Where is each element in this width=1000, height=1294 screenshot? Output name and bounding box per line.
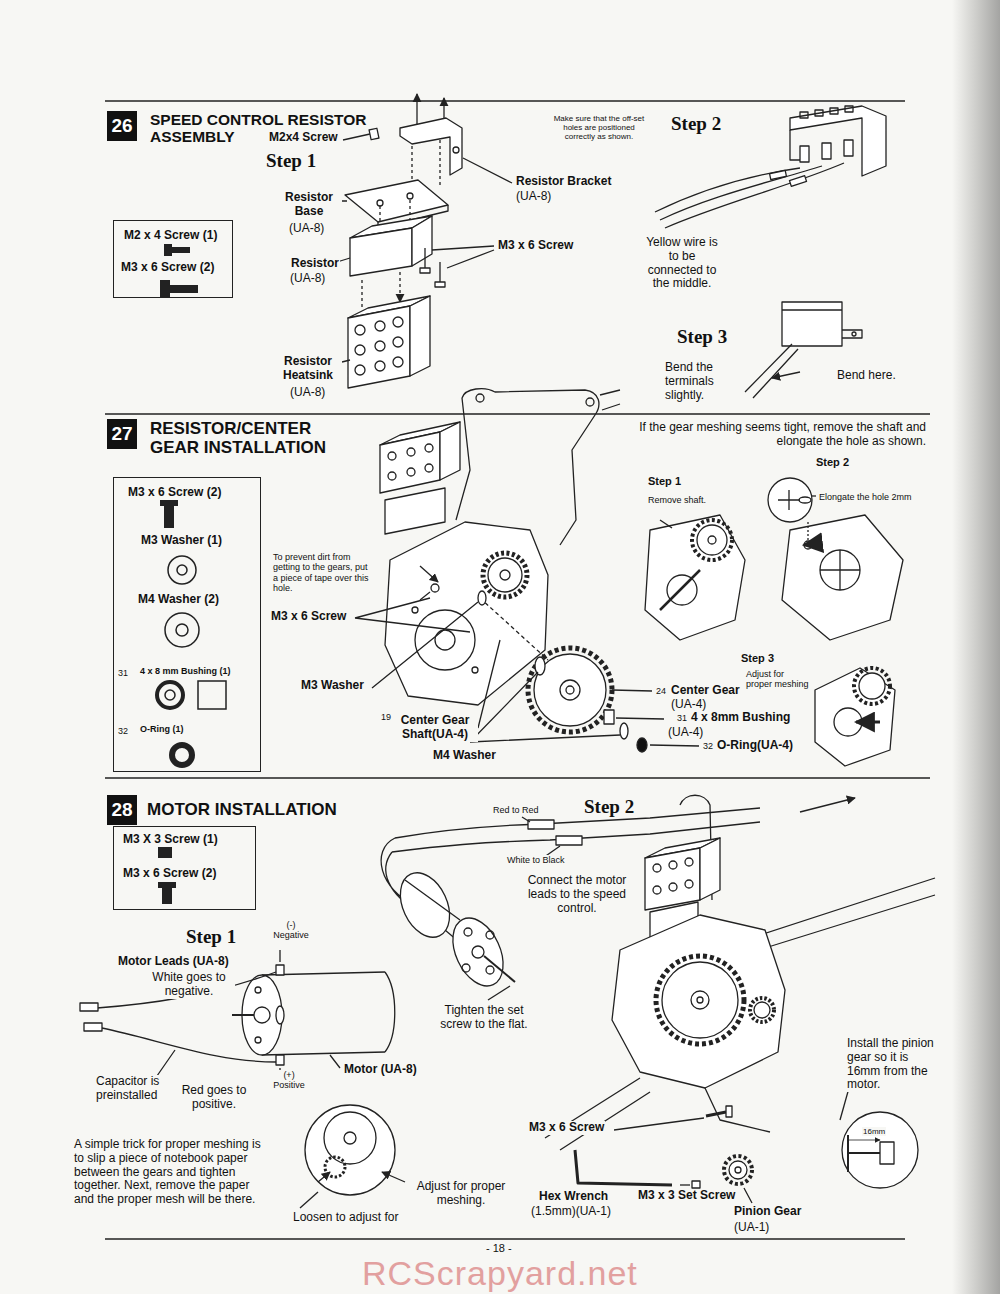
- part-number: (UA-8): [289, 386, 326, 400]
- part-count: M4 Washer (2): [138, 593, 219, 607]
- callout-number: 31: [118, 668, 128, 678]
- note: Adjust for proper meshing.: [410, 1180, 512, 1208]
- callout-number: 32: [702, 741, 714, 751]
- part-label: M3 Washer: [300, 679, 365, 693]
- dimension: 16mm: [862, 1127, 886, 1136]
- part-label: O-Ring(UA-4): [716, 739, 794, 753]
- part-number: (UA-8): [289, 272, 326, 286]
- step-label: Step 1: [647, 475, 682, 488]
- parts-list-box: M3 x 6 Screw (2) M3 Washer (1) M4 Washer (…: [113, 477, 261, 772]
- part-label: Resistor Heatsink: [274, 355, 342, 383]
- part-label: Motor (UA-8): [343, 1063, 418, 1077]
- step-label: Step 2: [815, 456, 850, 469]
- note: If the gear meshing seems tight, remove …: [630, 421, 927, 449]
- section-number: 27: [107, 419, 137, 449]
- step-heading: Step 2: [583, 796, 635, 818]
- part-label: M4 Washer: [432, 749, 497, 763]
- callout-number: 24: [655, 686, 667, 696]
- part-label: Resistor: [290, 257, 340, 271]
- note: Elongate the hole 2mm: [818, 492, 913, 502]
- watermark: RCScrapyard.net: [362, 1256, 638, 1290]
- part-label: M2x4 Screw: [268, 131, 339, 145]
- part-label: Center Gear: [670, 684, 741, 698]
- part-number: (UA-4): [667, 726, 704, 740]
- callout-number: 31: [676, 713, 688, 723]
- part-label: Resistor Bracket: [515, 175, 612, 189]
- section-number: 28: [107, 795, 137, 825]
- callout-number: 32: [118, 726, 128, 736]
- part-label: M3 x 6 Screw: [528, 1121, 605, 1135]
- note: Adjust for proper meshing: [745, 669, 813, 690]
- note: White goes to negative.: [143, 971, 235, 999]
- note: Connect the motor leads to the speed con…: [520, 874, 634, 915]
- part-label: Resistor Base: [276, 191, 342, 219]
- section-title: RESISTOR/CENTER GEAR INSTALLATION: [150, 419, 365, 457]
- note: A simple trick for proper meshing is to …: [73, 1138, 271, 1207]
- section-number: 26: [107, 111, 137, 141]
- part-count: M2 x 4 Screw (1): [124, 229, 217, 243]
- note: To prevent dirt from getting to the gear…: [272, 552, 370, 593]
- part-count: M3 x 6 Screw (2): [123, 867, 216, 881]
- note: Bend here.: [836, 369, 897, 383]
- parts-list-box: M2 x 4 Screw (1) M3 x 6 Screw (2): [113, 220, 233, 298]
- section-title: MOTOR INSTALLATION: [147, 800, 337, 819]
- section-heading: 26SPEED CONTROL RESISTOR ASSEMBLY: [107, 111, 408, 146]
- callout-number: 19: [380, 712, 392, 722]
- note: Yellow wire is to be connected to the mi…: [640, 236, 724, 291]
- step-heading: Step 1: [185, 926, 237, 948]
- note: (-) Negative: [268, 920, 314, 941]
- part-count: M3 x 6 Screw (2): [121, 261, 214, 275]
- part-number: (UA-1): [733, 1221, 770, 1235]
- step-heading: Step 1: [265, 150, 317, 172]
- part-label: Pinion Gear: [733, 1205, 802, 1219]
- part-number: (1.5mm)(UA-1): [530, 1205, 612, 1219]
- part-label: Hex Wrench: [538, 1190, 609, 1204]
- part-count: M3 Washer (1): [141, 534, 222, 548]
- part-number: (UA-8): [515, 190, 552, 204]
- parts-list-box: M3 X 3 Screw (1) M3 x 6 Screw (2): [113, 826, 256, 910]
- note: Capacitor is preinstalled: [95, 1075, 173, 1103]
- step-heading: Step 2: [670, 113, 722, 135]
- part-label: Motor Leads (UA-8): [117, 955, 230, 969]
- part-label: M3 x 6 Screw: [270, 610, 347, 624]
- section-heading: 28 MOTOR INSTALLATION: [107, 795, 337, 825]
- part-label: Center Gear Shaft(UA-4): [392, 714, 478, 742]
- part-count: M3 X 3 Screw (1): [123, 833, 218, 847]
- part-label: M3 x 3 Set Screw: [637, 1189, 736, 1203]
- page-number: - 18 -: [485, 1242, 513, 1255]
- note: Tighten the set screw to the flat.: [430, 1004, 538, 1032]
- note: Remove shaft.: [647, 495, 707, 505]
- part-label: 4 x 8mm Bushing: [690, 711, 791, 725]
- note: Install the pinion gear so it is 16mm fr…: [846, 1037, 940, 1092]
- part-count: O-Ring (1): [140, 724, 184, 734]
- note: (+) Positive: [266, 1070, 312, 1091]
- part-count: 4 x 8 mm Bushing (1): [140, 666, 231, 676]
- note: Make sure that the off-set holes are pos…: [546, 114, 652, 142]
- part-number: (UA-4): [670, 698, 707, 712]
- step-label: Step 3: [740, 652, 775, 665]
- part-number: (UA-8): [288, 222, 325, 236]
- note: White to Black: [506, 855, 566, 865]
- note: Bend the terminals slightly.: [664, 361, 732, 402]
- note: Loosen to adjust for: [292, 1211, 399, 1225]
- step-heading: Step 3: [676, 326, 728, 348]
- section-heading: 27 RESISTOR/CENTER GEAR INSTALLATION: [107, 419, 365, 458]
- part-count: M3 x 6 Screw (2): [128, 486, 221, 500]
- part-label: M3 x 6 Screw: [497, 239, 574, 253]
- note: Red to Red: [492, 805, 540, 815]
- note: Red goes to positive.: [176, 1084, 252, 1112]
